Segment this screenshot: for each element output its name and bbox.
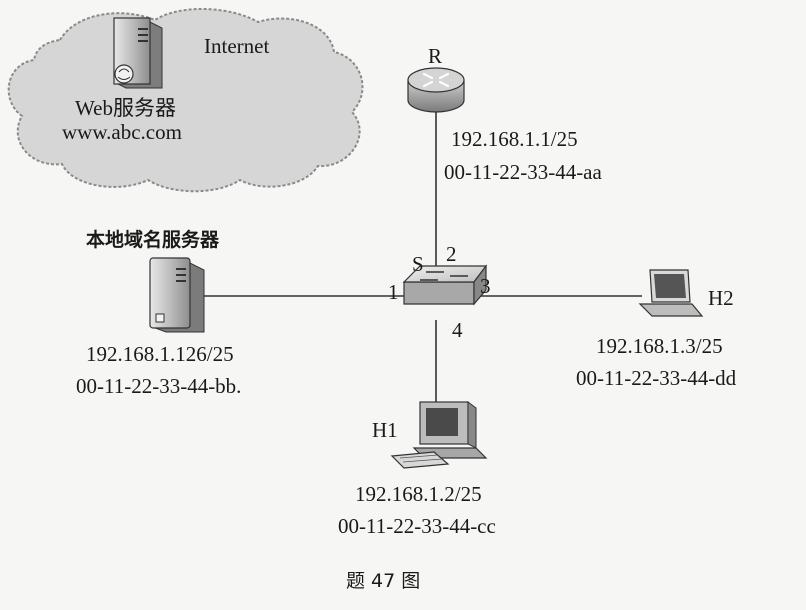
dns-server-mac: 00-11-22-33-44-bb. [76, 374, 242, 398]
switch-icon [402, 264, 488, 306]
host-h2-name: H2 [708, 286, 734, 310]
dns-server-title: 本地域名服务器 [86, 229, 220, 251]
host-h2-mac: 00-11-22-33-44-dd [576, 366, 737, 390]
internet-label: Internet [204, 34, 270, 58]
dns-server-ip: 192.168.1.126/25 [86, 342, 234, 366]
host-h1-ip: 192.168.1.2/25 [355, 482, 482, 506]
web-server-domain: www.abc.com [62, 120, 182, 144]
internet-cloud [7, 7, 364, 193]
network-links [203, 110, 642, 402]
switch-port-3: 3 [480, 274, 491, 298]
switch-port-1: 1 [388, 280, 399, 304]
laptop-h2-icon [638, 269, 704, 317]
host-h2-ip: 192.168.1.3/25 [596, 334, 723, 358]
desktop-h1-icon [390, 401, 488, 469]
host-h1-name: H1 [372, 418, 398, 442]
web-server-icon [113, 17, 163, 89]
router-ip: 192.168.1.1/25 [451, 127, 578, 151]
figure-caption: 题 47 图 [346, 570, 421, 592]
switch-name: S [412, 252, 424, 276]
switch-port-4: 4 [452, 318, 463, 342]
router-mac: 00-11-22-33-44-aa [444, 160, 602, 184]
web-server-title: Web服务器 [75, 96, 176, 120]
dns-server-icon [149, 257, 205, 333]
host-h1-mac: 00-11-22-33-44-cc [338, 514, 496, 538]
router-name: R [428, 44, 443, 68]
switch-port-2: 2 [446, 242, 457, 266]
router-icon [407, 67, 465, 113]
